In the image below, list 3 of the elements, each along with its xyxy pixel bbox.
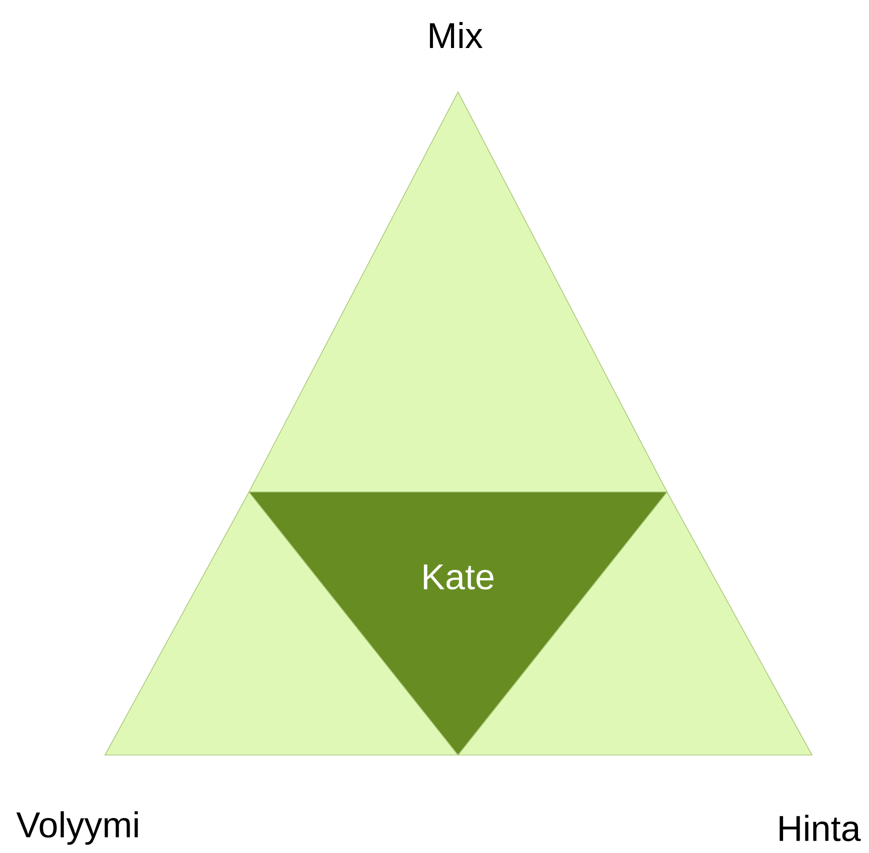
node-label: Hinta xyxy=(780,814,861,842)
node-label: Volyymi xyxy=(16,811,138,845)
node-label: Mix xyxy=(430,22,483,48)
